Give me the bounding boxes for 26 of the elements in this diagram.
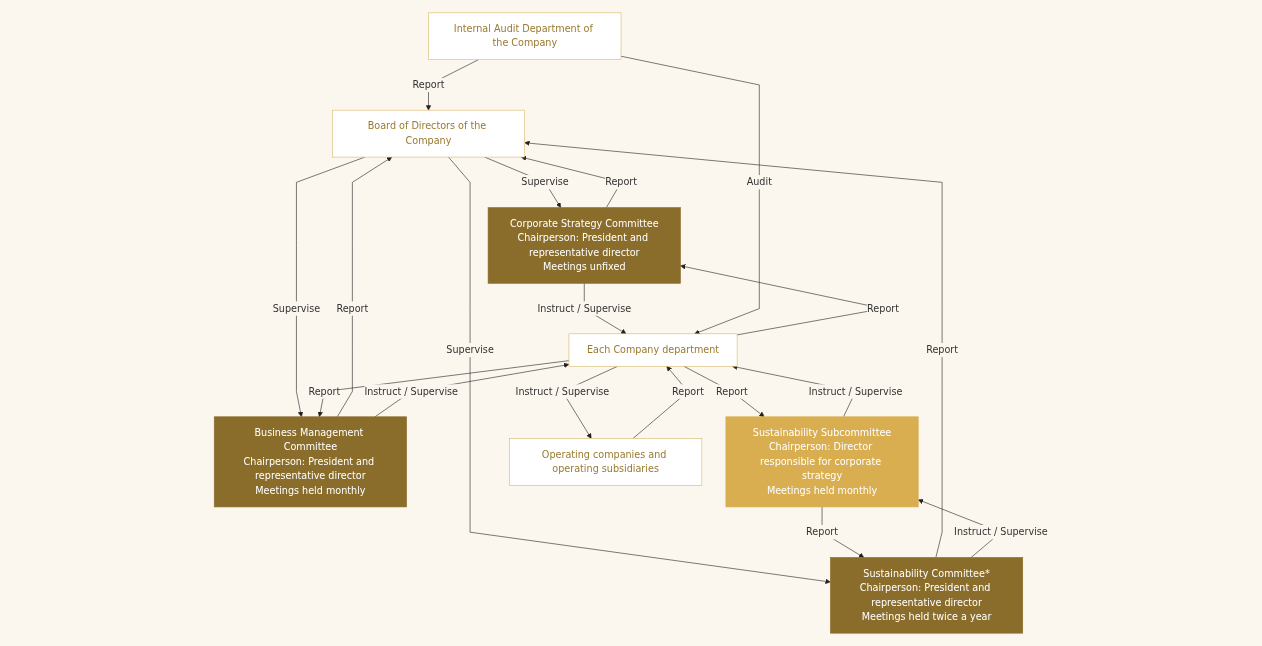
node-box: Operating companies and operating subsidiaries — [509, 438, 703, 486]
edge-label: Report — [806, 526, 838, 538]
edge-label: Instruct / Supervise — [954, 526, 1048, 538]
edge-label: Report — [926, 344, 959, 356]
edge-label: Audit — [746, 176, 772, 188]
edge-label: Report — [336, 302, 369, 314]
node-box: Corporate Strategy Committee Chairperson: President and representative director Meetings unfixed — [487, 207, 681, 284]
node-box: Board of Directors of the Company — [332, 109, 525, 158]
edge-label: Supervise — [521, 176, 569, 188]
edge-label: Supervise — [446, 344, 494, 356]
node-box: Each Company department — [568, 333, 738, 367]
node-box: Business Management Committee Chairperson: President and representative director Meetings held monthly — [213, 416, 407, 508]
edge-label: Report — [412, 78, 445, 91]
edge-label: Instruct / Supervise — [364, 385, 459, 397]
edge-label: Instruct / Supervise — [515, 385, 610, 397]
edge-label: Report — [308, 385, 341, 397]
node-box: Sustainability Committee* Chairperson: President and representative director Meetings held twice a year — [830, 557, 1024, 634]
edge-label: Report — [867, 302, 899, 314]
edge-label: Report — [672, 385, 704, 397]
edge-label: Report — [715, 385, 748, 397]
node-box: Sustainability Subcommittee Chairperson: Director responsible for corporate strategy Meetings held monthly — [725, 416, 919, 508]
edge-label: Instruct / Supervise — [808, 385, 903, 397]
edge-label: Instruct / Supervise — [537, 302, 632, 314]
edge-label: Report — [605, 176, 638, 188]
node-box: Internal Audit Department of the Company — [428, 12, 622, 60]
edge-label: Supervise — [272, 302, 321, 314]
